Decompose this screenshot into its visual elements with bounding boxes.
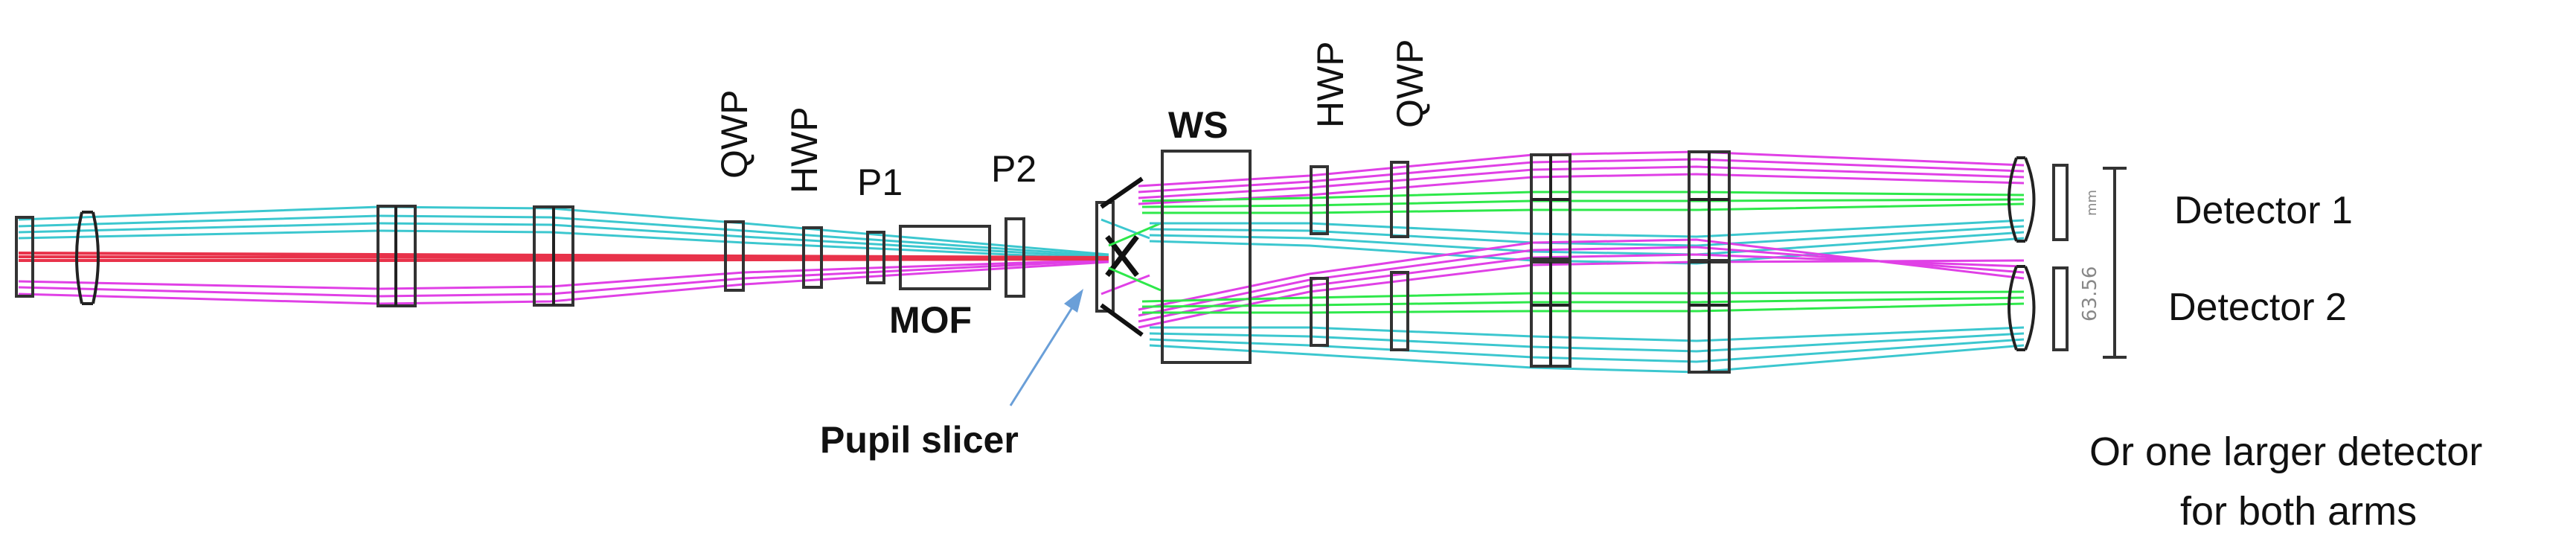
doublet-lens-2 — [533, 205, 574, 307]
collimator-lens-1 — [75, 211, 100, 305]
qwp-arm-lower — [1390, 271, 1409, 351]
pupil-slicer — [1095, 176, 1162, 337]
pupil-slicer-arrow — [1009, 289, 1083, 406]
note-larger-detector-line1: Or one larger detector — [2089, 429, 2482, 474]
detector-2-plane — [2052, 266, 2069, 351]
camera-doublet-1-lower — [1530, 260, 1571, 368]
label-qwp-input: QWP — [714, 90, 755, 179]
label-qwp-arm: QWP — [1389, 39, 1431, 128]
label-mof: MOF — [889, 299, 972, 341]
field-lens-lower — [2008, 265, 2036, 351]
label-hwp-input: HWP — [784, 106, 825, 194]
label-pupil-slicer: Pupil slicer — [820, 419, 1019, 461]
polarizer-p2 — [1005, 217, 1025, 298]
lower-arm-rays — [1138, 238, 2025, 374]
label-hwp-arm: HWP — [1310, 41, 1351, 128]
scale-bar-value: 63.56 — [2079, 266, 2101, 322]
label-detector-1: Detector 1 — [2174, 189, 2353, 232]
scale-bar-unit: mm — [2084, 190, 2100, 216]
input-optics — [15, 205, 1025, 307]
hwp-input-plate — [802, 226, 823, 289]
entrance-window — [15, 216, 34, 298]
upper-arm-rays — [1138, 150, 2025, 265]
hwp-arm-lower — [1310, 277, 1329, 347]
hwp-arm-upper — [1310, 165, 1329, 235]
qwp-arm-upper — [1390, 161, 1409, 238]
detector-1-plane — [2052, 164, 2069, 241]
doublet-lens-1 — [377, 205, 417, 307]
label-p1: P1 — [857, 162, 903, 203]
polarizer-p1 — [866, 231, 885, 284]
label-detector-2: Detector 2 — [2168, 286, 2347, 329]
label-ws: WS — [1168, 104, 1228, 146]
camera-doublet-2-lower — [1688, 259, 1731, 374]
field-lens-upper — [2008, 156, 2036, 243]
scale-bar: 63.56 mm — [2079, 167, 2127, 359]
qwp-input-plate — [724, 220, 745, 292]
camera-doublet-1-upper — [1530, 153, 1571, 260]
mof-element — [899, 225, 991, 290]
ws-prism — [1161, 150, 1252, 364]
arm-optics — [1310, 150, 2069, 374]
label-p2: P2 — [991, 148, 1037, 190]
note-larger-detector-line2: for both arms — [2180, 489, 2417, 534]
